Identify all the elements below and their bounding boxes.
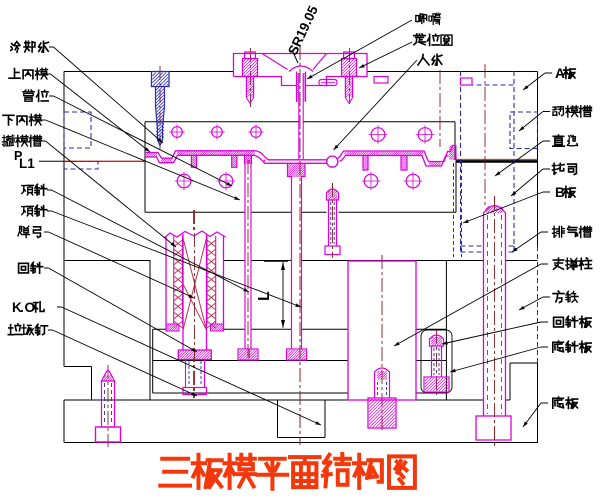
svg-text:K: K (12, 300, 22, 315)
svg-text:P: P (14, 149, 22, 163)
svg-text:L: L (256, 291, 273, 301)
svg-text:O: O (24, 300, 35, 315)
svg-text:.: . (20, 300, 24, 315)
svg-text:B: B (555, 185, 565, 200)
svg-text:A: A (555, 66, 565, 81)
svg-text:SR19.05: SR19.05 (285, 3, 321, 57)
svg-text:L1: L1 (19, 156, 35, 171)
